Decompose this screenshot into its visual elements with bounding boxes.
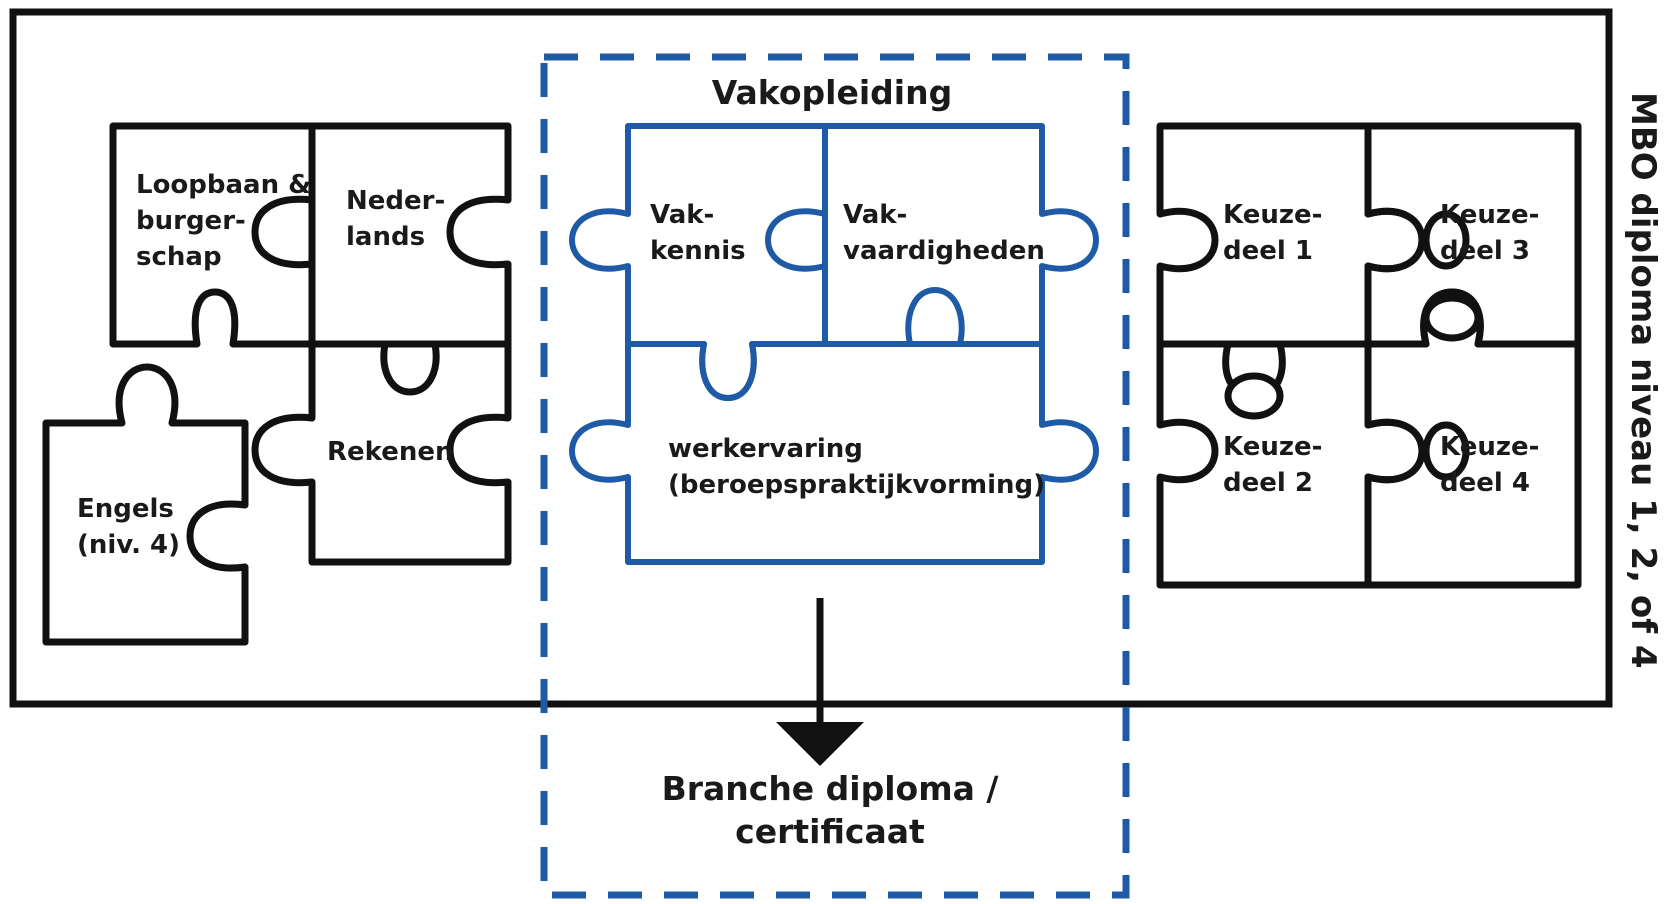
svg-text:schap: schap (136, 242, 222, 272)
svg-text:Neder-: Neder- (346, 186, 445, 216)
puzzle-piece-keuzedeel-2 (1156, 340, 1426, 589)
puzzle-piece-keuzedeel-1 (1156, 122, 1426, 348)
label-engels: Engels (niv. 4) (77, 494, 180, 560)
knob-accent-k3 (1422, 210, 1470, 270)
label-keuzedeel-4: Keuze- deel 4 (1440, 432, 1539, 498)
svg-text:Branche diploma /: Branche diploma / (662, 769, 1000, 808)
svg-text:Rekenen: Rekenen (327, 437, 454, 467)
svg-text:Keuze-: Keuze- (1440, 432, 1539, 462)
label-keuzedeel-3: Keuze- deel 3 (1440, 200, 1539, 266)
label-rekenen: Rekenen (327, 437, 454, 467)
puzzle-piece-rekenen (251, 340, 512, 566)
arrow-head (776, 722, 864, 766)
frame-title: MBO diploma niveau 1, 2, of 4 (1623, 92, 1663, 669)
label-keuzedeel-1: Keuze- deel 1 (1223, 200, 1322, 266)
knob-accent-k3-bottom (1422, 294, 1482, 342)
vakopleiding-dashed-region (540, 53, 1130, 899)
svg-text:lands: lands (346, 222, 425, 252)
label-vakvaardigheden: Vak- vaardigheden (843, 200, 1045, 266)
svg-text:vaardigheden: vaardigheden (843, 236, 1045, 266)
svg-text:kennis: kennis (650, 236, 746, 266)
svg-text:Keuze-: Keuze- (1440, 200, 1539, 230)
knob-accent-k2 (1224, 372, 1284, 420)
puzzle-piece-werkervaring (569, 341, 1099, 565)
svg-text:Loopbaan &: Loopbaan & (136, 170, 311, 200)
label-keuzedeel-2: Keuze- deel 2 (1223, 432, 1322, 498)
puzzle-piece-keuzedeel-4 (1364, 288, 1582, 589)
knob-accent-k4 (1422, 421, 1470, 481)
svg-text:Engels: Engels (77, 494, 174, 524)
svg-text:Vak-: Vak- (843, 200, 907, 230)
label-vakkennis: Vak- kennis (650, 200, 746, 266)
label-werkervaring: werkervaring (beroepspraktijkvorming) (668, 434, 1045, 500)
svg-text:deel 4: deel 4 (1440, 468, 1530, 498)
output-label: Branche diploma / certificaat (662, 769, 1000, 851)
svg-text:deel 3: deel 3 (1440, 236, 1530, 266)
svg-text:certificaat: certificaat (735, 812, 925, 851)
label-nederlands: Neder- lands (346, 186, 445, 252)
label-loopbaan: Loopbaan & burger- schap (136, 170, 311, 272)
vakopleiding-title: Vakopleiding (712, 73, 952, 112)
svg-text:(niv. 4): (niv. 4) (77, 530, 180, 560)
svg-text:Keuze-: Keuze- (1223, 200, 1322, 230)
mbo-diploma-frame (9, 8, 1613, 708)
puzzle-piece-engels (42, 363, 249, 646)
svg-text:Keuze-: Keuze- (1223, 432, 1322, 462)
svg-text:werkervaring: werkervaring (668, 434, 863, 464)
svg-text:Vak-: Vak- (650, 200, 714, 230)
svg-text:deel 1: deel 1 (1223, 236, 1313, 266)
svg-text:(beroepspraktijkvorming): (beroepspraktijkvorming) (668, 470, 1045, 500)
puzzle-piece-nederlands (308, 122, 512, 348)
svg-text:deel 2: deel 2 (1223, 468, 1313, 498)
puzzle-piece-vakvaardigheden (822, 123, 1099, 347)
svg-text:burger-: burger- (136, 206, 246, 236)
